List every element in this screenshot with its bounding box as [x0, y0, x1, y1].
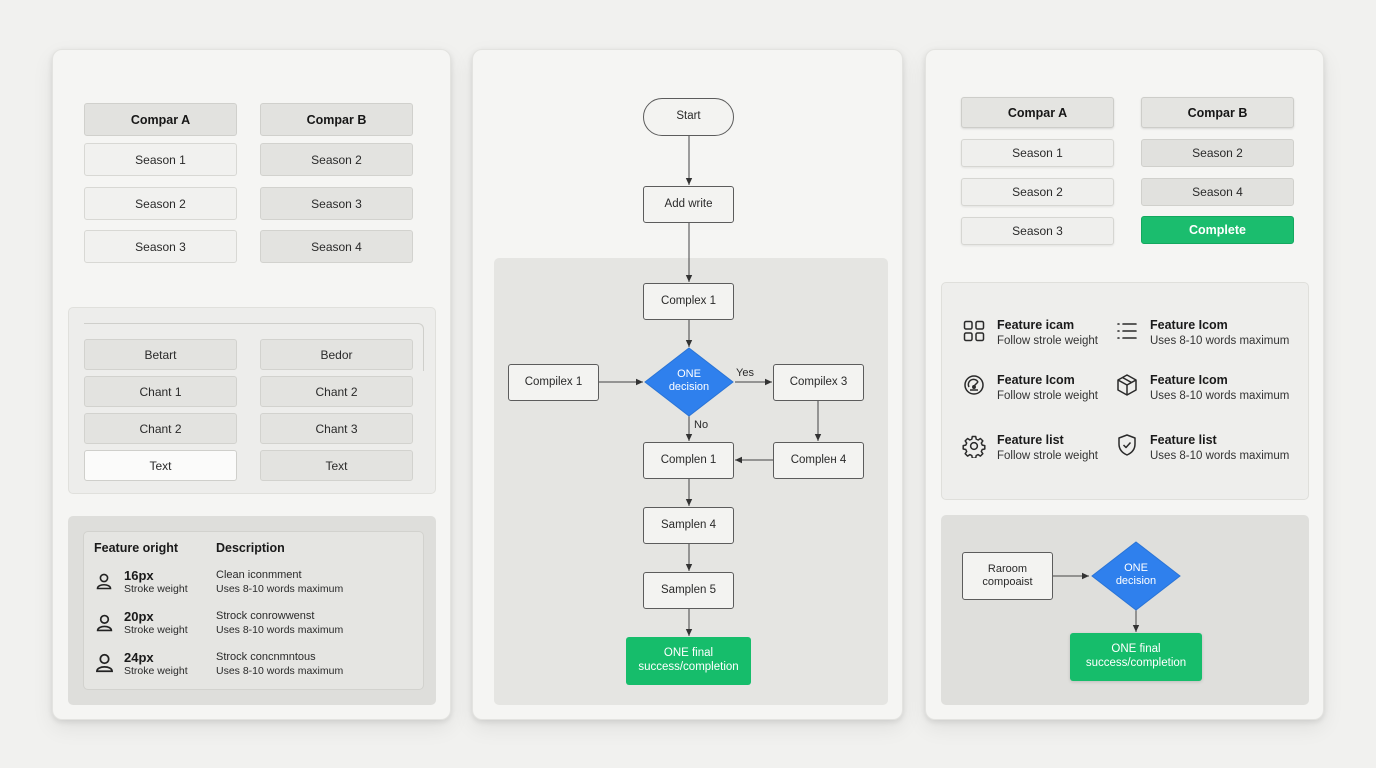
flowchart-panel: Start Add write Complex 1 Compilex 1 Com… [472, 49, 903, 720]
feature-3-title: Feature Icom [997, 373, 1075, 387]
flow-node-samplen-4[interactable]: Samplen 4 [643, 507, 734, 544]
table-row-2-caption: Stroke weight [124, 624, 188, 636]
mini-flow-source[interactable]: Raroom compoaist [962, 552, 1053, 600]
user-icon [96, 573, 112, 590]
list-cell-a3[interactable]: Chant 2 [84, 413, 237, 444]
feature-5-sub: Follow strole weight [997, 450, 1098, 462]
mini-flow-connectors [1053, 541, 1181, 632]
table-header-feature: Feature oright [94, 541, 179, 555]
table-row-3-size: 24px [124, 650, 154, 665]
feature-1-title: Feature icam [997, 318, 1075, 332]
right-panel: Compar A Compar B Season 1 Season 2 Seas… [925, 49, 1324, 720]
box-icon [1117, 374, 1137, 396]
list-cell-b4[interactable]: Text [260, 450, 413, 481]
compare-cell-b1[interactable]: Season 2 [260, 143, 413, 176]
compare-cell-b1[interactable]: Season 2 [1141, 139, 1294, 167]
flow-node-start[interactable]: Start [643, 98, 734, 136]
compare-cell-a1[interactable]: Season 1 [84, 143, 237, 176]
list-cell-a4[interactable]: Text [84, 450, 237, 481]
flow-node-complen-1[interactable]: Complen 1 [643, 442, 734, 479]
flow-node-compilex-1[interactable]: Compilex 1 [508, 364, 599, 401]
flow-node-final[interactable]: ONE final success/completion [626, 637, 751, 685]
compare-header-a[interactable]: Compar A [84, 103, 237, 136]
flow-node-complen-4[interactable]: Complен 4 [773, 442, 864, 479]
compare-header-a[interactable]: Compar A [961, 97, 1114, 128]
flow-node-samplen-5[interactable]: Samplen 5 [643, 572, 734, 609]
table-row-2-desc-sub: Uses 8-10 words maximum [216, 624, 344, 636]
feature-5-title: Feature list [997, 433, 1064, 447]
grid-icon [963, 320, 985, 342]
decision-label[interactable]: ONE decision [668, 368, 710, 393]
flow-node-compilex-3[interactable]: Compilex 3 [773, 364, 864, 401]
feature-table [83, 531, 424, 690]
table-row-1-size: 16px [124, 568, 154, 583]
table-row-1-caption: Stroke weight [124, 583, 188, 595]
feature-1-sub: Follow strole weight [997, 335, 1098, 347]
list-cell-b1[interactable]: Bedor [260, 339, 413, 370]
compare-cell-b2[interactable]: Season 3 [260, 187, 413, 220]
compare-cell-a3[interactable]: Season 3 [961, 217, 1114, 245]
decision-diamond [644, 347, 734, 417]
user-icon [96, 614, 113, 632]
list-grid-frame-line [84, 323, 424, 371]
feature-2-sub: Uses 8-10 words maximum [1150, 335, 1290, 347]
feature-6-title: Feature list [1150, 433, 1217, 447]
mini-flow-final[interactable]: ONE final success/completion [1070, 633, 1202, 681]
compare-header-b[interactable]: Compar B [260, 103, 413, 136]
feature-4-sub: Uses 8-10 words maximum [1150, 390, 1290, 402]
user-icon [96, 653, 113, 673]
compare-cell-a3[interactable]: Season 3 [84, 230, 237, 263]
compare-cell-b2[interactable]: Season 4 [1141, 178, 1294, 206]
list-cell-a1[interactable]: Betart [84, 339, 237, 370]
table-row-3-caption: Stroke weight [124, 665, 188, 677]
complete-button[interactable]: Complete [1141, 216, 1294, 244]
feature-table-section [68, 516, 436, 705]
feature-2-title: Feature Icom [1150, 318, 1228, 332]
compare-cell-a2[interactable]: Season 2 [961, 178, 1114, 206]
list-cell-a2[interactable]: Chant 1 [84, 376, 237, 407]
list-cell-b2[interactable]: Chant 2 [260, 376, 413, 407]
table-row-2-desc: Strock conrowwenst [216, 610, 315, 622]
compare-header-b[interactable]: Compar B [1141, 97, 1294, 128]
table-row-1-desc: Clean iconmment [216, 569, 302, 581]
flow-node-complex-1[interactable]: Complex 1 [643, 283, 734, 320]
flowchart-connectors [598, 136, 822, 636]
table-row-1-desc-sub: Uses 8-10 words maximum [216, 583, 344, 595]
left-panel: Compar A Compar B Season 1 Season 2 Seas… [52, 49, 451, 720]
shield-check-icon [1118, 434, 1136, 456]
gear-icon [962, 435, 986, 458]
yes-label: Yes [736, 367, 754, 379]
compare-cell-b3[interactable]: Season 4 [260, 230, 413, 263]
table-row-3-desc-sub: Uses 8-10 words maximum [216, 665, 344, 677]
feature-3-sub: Follow strole weight [997, 390, 1098, 402]
list-icon [1117, 323, 1137, 339]
feature-icons-section [941, 282, 1309, 500]
mini-decision-diamond [1091, 541, 1181, 611]
no-label: No [694, 419, 709, 431]
feature-6-sub: Uses 8-10 words maximum [1150, 450, 1290, 462]
gauge-icon [964, 375, 984, 395]
compare-cell-a2[interactable]: Season 2 [84, 187, 237, 220]
compare-cell-a1[interactable]: Season 1 [961, 139, 1114, 167]
table-row-2-size: 20px [124, 609, 154, 624]
table-header-description: Description [216, 541, 285, 555]
list-cell-b3[interactable]: Chant 3 [260, 413, 413, 444]
table-row-3-desc: Strock concnmntous [216, 651, 316, 663]
mini-decision-label[interactable]: ONE decision [1115, 562, 1157, 587]
feature-4-title: Feature Icom [1150, 373, 1228, 387]
flow-node-add-write[interactable]: Add write [643, 186, 734, 223]
